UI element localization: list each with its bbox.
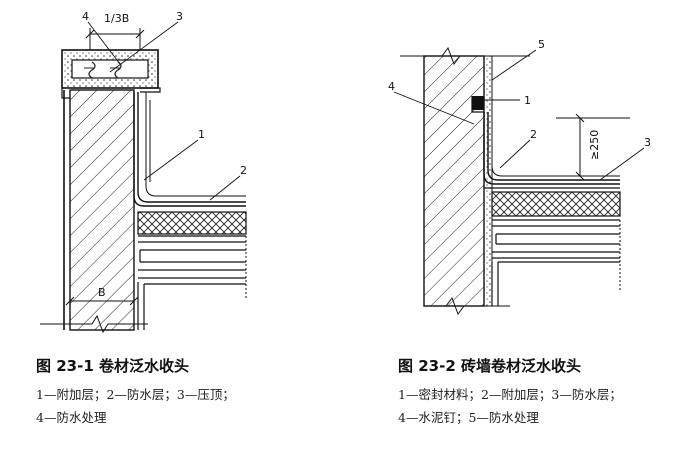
fig1-callout-1: 1 — [198, 128, 205, 141]
figure-2-caption-line-2: 4—水泥钉；5—防水处理 — [398, 410, 539, 425]
roof-slab — [491, 219, 621, 306]
roof-slab — [137, 235, 247, 330]
dimension-250: ≥250 — [556, 113, 630, 181]
figure-1-caption-line-2: 4—防水处理 — [36, 410, 107, 425]
leaders — [393, 49, 645, 181]
brick-wall — [400, 46, 530, 316]
insulation-layer — [137, 211, 247, 235]
figure-2-caption-title: 图 23-2 砖墙卷材泛水收头 — [398, 357, 581, 375]
fig2-callout-1: 1 — [524, 94, 531, 107]
figure-1-caption-title: 图 23-1 卷材泛水收头 — [36, 357, 189, 375]
fig1-callout-3: 3 — [176, 10, 183, 23]
figure-1-caption-line-1: 1—附加层；2—防水层；3—压顶； — [36, 387, 235, 402]
brick-wall — [40, 89, 148, 334]
dimension-1-3b: 1/3B — [85, 12, 145, 50]
waterproof-layer — [133, 92, 246, 207]
fig2-callout-4: 4 — [388, 80, 395, 93]
dim-height-label: ≥250 — [588, 130, 601, 160]
fig1-callout-2: 2 — [240, 164, 247, 177]
leaders — [87, 21, 241, 201]
waterproof-layer — [483, 104, 620, 189]
figure-1-drawing: 1/3B B 4 3 1 2 — [40, 10, 247, 334]
insulation-layer — [491, 191, 621, 217]
figure-2-drawing: ≥250 4 1 5 2 3 — [388, 38, 651, 316]
coping-cap — [61, 49, 161, 99]
dim-top-label: 1/3B — [104, 12, 129, 25]
dimension-b: B — [65, 286, 139, 306]
fig2-callout-5: 5 — [538, 38, 545, 51]
sealant — [471, 96, 484, 113]
figure-2-caption-line-1: 1—密封材料；2—附加层；3—防水层； — [398, 387, 622, 402]
dim-bottom-label: B — [98, 286, 106, 299]
fig2-callout-3: 3 — [644, 136, 651, 149]
fig2-callout-2: 2 — [530, 128, 537, 141]
fig1-callout-4: 4 — [82, 10, 89, 23]
